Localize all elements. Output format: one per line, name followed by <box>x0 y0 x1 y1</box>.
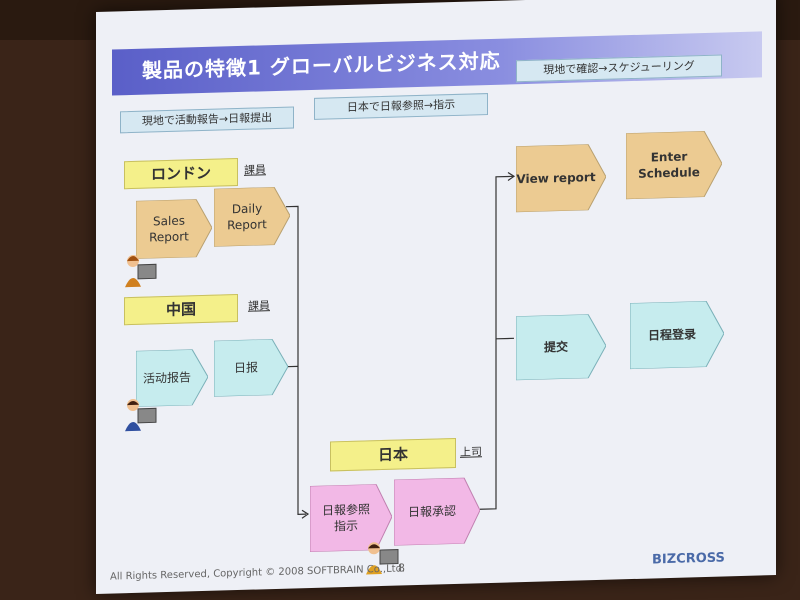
step-schedule-register: 日程登录 <box>630 300 724 370</box>
step-daily-reference-line2: 指示 <box>333 518 358 534</box>
step-daily-reference-line1: 日報参照 <box>321 502 370 518</box>
step-enter-schedule: Enter Schedule <box>626 130 722 200</box>
city-china: 中国 <box>124 294 238 326</box>
step-sales-report: Sales Report <box>136 198 212 259</box>
role-japan: 上司 <box>460 445 482 459</box>
bizcross-logo: BIZCROSS <box>652 550 725 568</box>
person-computer-icon <box>125 398 157 432</box>
step-daily-approve-label: 日報承認 <box>407 503 456 520</box>
city-london: ロンドン <box>124 158 238 190</box>
step-submit: 提交 <box>516 313 606 381</box>
person-computer-icon <box>366 542 399 575</box>
flow-connectors <box>286 171 516 519</box>
step-daily-report-cn-label: 日报 <box>233 360 258 376</box>
page-number: 8 <box>398 561 405 575</box>
role-china: 課員 <box>248 299 270 313</box>
step-daily-report-label: Daily Report <box>227 201 267 233</box>
role-london: 課員 <box>244 163 266 177</box>
step-submit-label: 提交 <box>543 339 568 355</box>
step-daily-report-cn: 日报 <box>214 338 288 397</box>
step-daily-report: Daily Report <box>214 186 290 247</box>
step-enter-schedule-label: Enter Schedule <box>638 149 700 181</box>
step-daily-approve: 日報承認 <box>394 477 480 546</box>
city-japan: 日本 <box>330 437 456 472</box>
step-activity-report: 活动报告 <box>136 348 208 407</box>
presentation-slide: 製品の特徴1 グローバルビジネス対応 現地で活動報告→日報提出 日本で日報参照→… <box>96 0 776 595</box>
person-computer-icon <box>125 254 157 288</box>
step-view-report: View report <box>516 143 606 213</box>
step-view-report-label: View report <box>516 170 596 187</box>
step-schedule-register-label: 日程登录 <box>647 327 696 343</box>
step-daily-reference: 日報参照 指示 <box>310 483 392 553</box>
